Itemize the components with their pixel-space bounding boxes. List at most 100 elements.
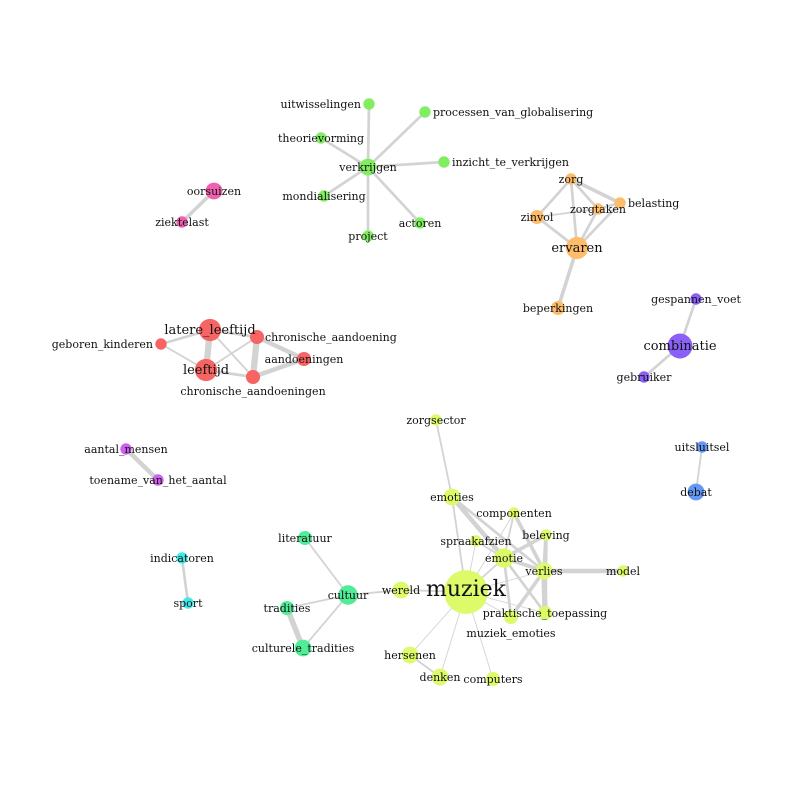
- node-wereld[interactable]: [392, 581, 410, 599]
- node-zorgsector[interactable]: [430, 414, 442, 426]
- edge-zorg-belasting: [570, 177, 621, 205]
- node-uitwisselingen[interactable]: [363, 98, 375, 110]
- node-emotie[interactable]: [494, 548, 514, 568]
- node-aantal_mensen[interactable]: [120, 443, 132, 455]
- node-ziektelast[interactable]: [176, 216, 188, 228]
- node-sport[interactable]: [182, 597, 194, 609]
- node-label-theorievorming: theorievorming: [278, 132, 364, 145]
- edge-zorg-zorgtaken: [569, 178, 600, 210]
- node-theorievorming[interactable]: [315, 132, 327, 144]
- node-literatuur[interactable]: [297, 530, 313, 546]
- node-label-gespannen_voet: gespannen_voet: [651, 293, 741, 306]
- node-denken[interactable]: [431, 668, 449, 686]
- node-label-latere_leeftijd: latere_leeftijd: [164, 323, 255, 338]
- node-label-belasting: belasting: [628, 197, 679, 210]
- node-praktische_toepassing[interactable]: [537, 605, 553, 621]
- node-spraakafzien[interactable]: [470, 535, 482, 547]
- edge-verkrijgen-uitwisselingen: [366, 103, 371, 168]
- node-tradities[interactable]: [279, 600, 295, 616]
- node-beperkingen[interactable]: [550, 300, 566, 316]
- node-label-ervaren: ervaren: [551, 241, 603, 256]
- node-label-chronische_aandoening: chronische_aandoening: [265, 331, 397, 344]
- edge-zorgsector-emoties: [435, 419, 453, 498]
- node-label-spraakafzien: spraakafzien: [440, 535, 511, 548]
- node-label-geboren_kinderen: geboren_kinderen: [52, 338, 153, 351]
- node-ervaren[interactable]: [565, 236, 589, 260]
- node-culturele_tradities[interactable]: [294, 639, 312, 657]
- node-model[interactable]: [617, 565, 629, 577]
- node-label-zorgtaken: zorgtaken: [570, 203, 626, 216]
- node-indicatoren[interactable]: [176, 552, 188, 564]
- node-label-aantal_mensen: aantal_mensen: [84, 443, 167, 456]
- node-label-mondialisering: mondialisering: [282, 190, 365, 203]
- node-uitsluitsel[interactable]: [696, 441, 708, 453]
- edge-emotie-muziek_emoties: [502, 557, 513, 618]
- node-belasting[interactable]: [614, 197, 626, 209]
- node-gespannen_voet[interactable]: [690, 293, 702, 305]
- node-beleving[interactable]: [540, 529, 552, 541]
- node-zorgtaken[interactable]: [592, 203, 604, 215]
- node-label-gebruiker: gebruiker: [617, 371, 673, 384]
- edge-emotie-praktische_toepassing: [502, 557, 547, 614]
- node-label-chronische_aandoeningen: chronische_aandoeningen: [180, 385, 325, 398]
- node-verlies[interactable]: [535, 562, 553, 580]
- edge-indicatoren-sport: [180, 557, 190, 604]
- node-label-culturele_tradities: culturele_tradities: [252, 642, 355, 655]
- node-label-verlies: verlies: [524, 565, 563, 578]
- edge-aantal_mensen-toename_van_het_aantal: [124, 447, 160, 482]
- node-oorsuizen[interactable]: [205, 182, 223, 200]
- edge-chronische_aandoening-aandoeningen: [256, 334, 305, 362]
- node-label-emoties: emoties: [430, 491, 474, 504]
- node-label-praktische_toepassing: praktische_toepassing: [483, 607, 607, 620]
- node-actoren[interactable]: [414, 217, 426, 229]
- node-emoties[interactable]: [443, 488, 461, 506]
- node-label-indicatoren: indicatoren: [150, 552, 214, 565]
- edge-componenten-verlies: [512, 512, 546, 572]
- node-label-inzicht_te_verkrijgen: inzicht_te_verkrijgen: [452, 156, 569, 169]
- node-componenten[interactable]: [508, 507, 520, 519]
- node-verkrijgen[interactable]: [359, 158, 377, 176]
- node-mondialisering[interactable]: [318, 190, 330, 202]
- node-gebruiker[interactable]: [638, 371, 650, 383]
- node-muziek[interactable]: [444, 570, 488, 614]
- node-label-cultuur: cultuur: [328, 589, 369, 602]
- node-chronische_aandoeningen[interactable]: [245, 369, 261, 385]
- node-label-processen_van_globalisering: processen_van_globalisering: [433, 106, 593, 119]
- node-chronische_aandoening[interactable]: [249, 329, 265, 345]
- node-label-actoren: actoren: [399, 217, 442, 230]
- node-geboren_kinderen[interactable]: [155, 338, 167, 350]
- node-label-componenten: componenten: [476, 507, 552, 520]
- node-label-uitwisselingen: uitwisselingen: [280, 98, 361, 111]
- node-hersenen[interactable]: [401, 646, 419, 664]
- node-computers[interactable]: [485, 671, 501, 687]
- edge-emoties-emotie: [450, 495, 506, 560]
- node-label-hersenen: hersenen: [384, 649, 436, 662]
- node-combinatie[interactable]: [667, 333, 693, 359]
- node-label-combinatie: combinatie: [643, 339, 716, 354]
- node-inzicht_te_verkrijgen[interactable]: [438, 156, 450, 168]
- node-processen_van_globalisering[interactable]: [419, 106, 431, 118]
- edge-cultuur-culturele_tradities: [302, 594, 349, 649]
- node-project[interactable]: [362, 230, 374, 242]
- node-label-literatuur: literatuur: [278, 532, 332, 545]
- edge-verkrijgen-mondialisering: [323, 165, 369, 198]
- node-label-ziektelast: ziektelast: [155, 216, 209, 229]
- node-toename_van_het_aantal[interactable]: [152, 474, 164, 486]
- node-latere_leeftijd[interactable]: [198, 318, 222, 342]
- node-label-sport: sport: [174, 597, 204, 610]
- node-label-beleving: beleving: [522, 529, 569, 542]
- node-zinvol[interactable]: [529, 209, 545, 225]
- node-label-muziek: muziek: [426, 577, 507, 602]
- node-debat[interactable]: [687, 483, 705, 501]
- node-leeftijd[interactable]: [194, 358, 218, 382]
- node-muziek_emoties[interactable]: [503, 609, 519, 625]
- node-zorg[interactable]: [565, 173, 577, 185]
- edge-verkrijgen-inzicht_te_verkrijgen: [367, 160, 445, 169]
- edge-verkrijgen-actoren: [367, 166, 421, 224]
- node-cultuur[interactable]: [338, 585, 358, 605]
- node-aandoeningen[interactable]: [296, 351, 312, 367]
- edge-cultuur-literatuur: [304, 537, 349, 596]
- edge-verkrijgen-theorievorming: [320, 136, 369, 169]
- edge-cultuur-tradities: [286, 594, 349, 609]
